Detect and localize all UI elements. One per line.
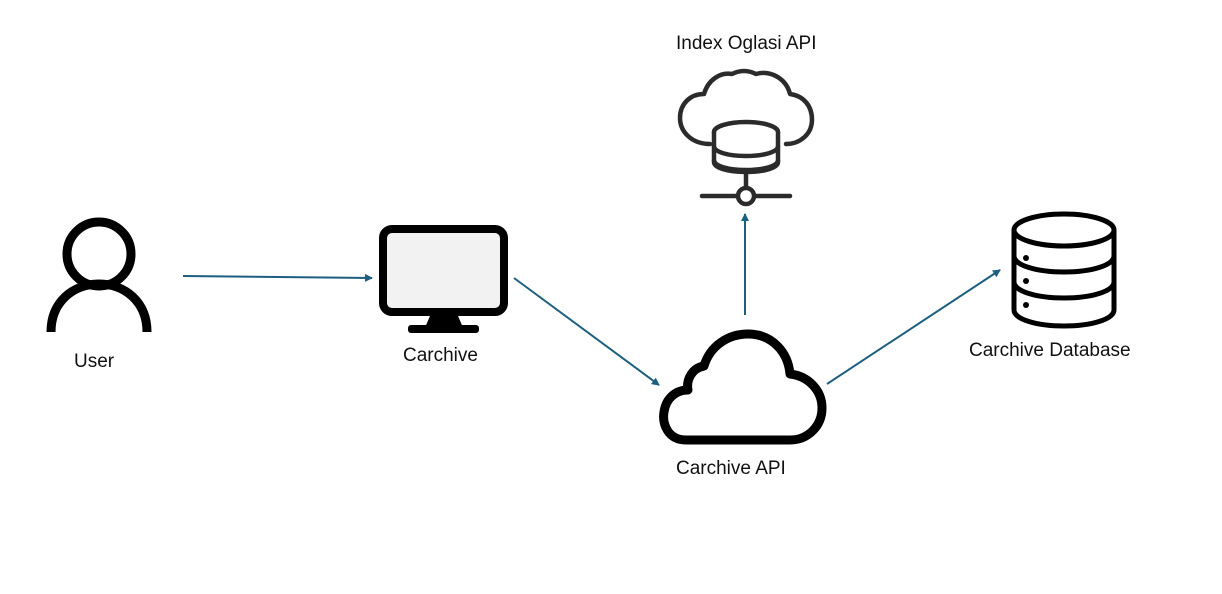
- arrow-api-to-database: [826, 269, 1001, 385]
- arrow-carchive-to-api: [513, 277, 660, 386]
- user-label: User: [74, 351, 115, 372]
- arrow-user-to-carchive: [182, 273, 373, 282]
- cloud-icon: [659, 329, 827, 445]
- carchive-database-label: Carchive Database: [969, 340, 1131, 361]
- cloud-database-network-icon: [677, 68, 815, 207]
- monitor-icon: [379, 225, 508, 333]
- user-icon: [46, 217, 152, 333]
- carchive-label: Carchive: [403, 345, 478, 366]
- carchive-api-label: Carchive API: [676, 458, 786, 479]
- database-icon: [1011, 211, 1117, 329]
- index-oglasi-api-label: Index Oglasi API: [676, 33, 817, 54]
